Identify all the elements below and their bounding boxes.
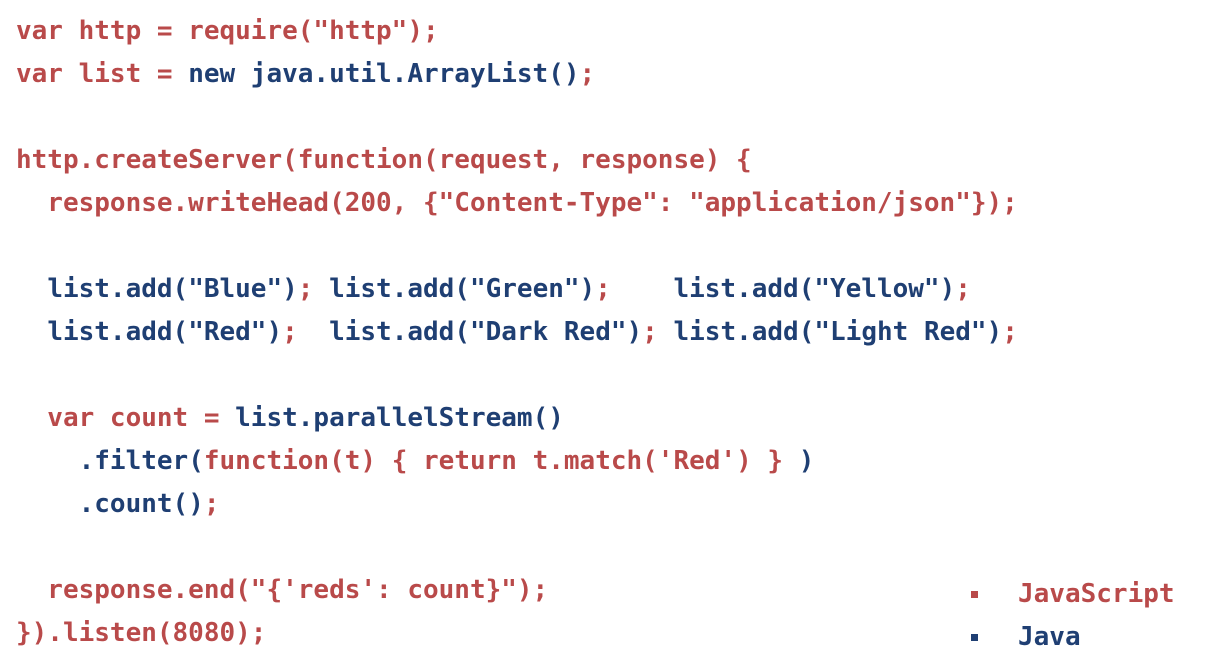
code-line: var http = require("http"); (16, 10, 1018, 53)
javascript-code-segment (16, 446, 79, 476)
javascript-code-segment: ; (297, 274, 330, 304)
java-code-segment: list.add("Yellow") (673, 274, 956, 304)
javascript-code-segment (16, 274, 47, 304)
code-line: http.createServer(function(request, resp… (16, 139, 1018, 182)
code-line: var count = list.parallelStream() (16, 397, 1018, 440)
javascript-code-segment: ; (282, 317, 330, 347)
javascript-code-segment: ; (955, 274, 971, 304)
code-line (16, 96, 1018, 139)
javascript-code-segment: }).listen(8080); (16, 618, 267, 648)
code-line: response.end("{'reds': count}"); (16, 569, 1018, 612)
java-code-segment: list.add("Blue") (47, 274, 298, 304)
java-code-segment: .count() (78, 489, 204, 519)
javascript-code-segment: response.end("{'reds': count}"); (16, 575, 549, 605)
java-code-segment: list.add("Light Red") (673, 317, 1003, 347)
legend-item-java: Java (965, 616, 1175, 659)
code-line (16, 354, 1018, 397)
javascript-code-segment: ; (595, 274, 674, 304)
code-line: list.add("Red"); list.add("Dark Red"); l… (16, 311, 1018, 354)
javascript-code-segment: var list = (16, 59, 189, 89)
javascript-code-segment: var http = require("http"); (16, 16, 439, 46)
javascript-code-segment: ; (642, 317, 674, 347)
javascript-code-segment: http.createServer(function(request, resp… (16, 145, 752, 175)
javascript-code-segment: function(t) { return t.match('Red') } (203, 446, 784, 476)
javascript-code-segment: ; (1002, 317, 1018, 347)
legend-swatch-icon (971, 591, 978, 598)
code-line (16, 526, 1018, 569)
java-code-segment: new java.util.ArrayList() (188, 59, 580, 89)
code-block: var http = require("http"); var list = ne… (16, 10, 1018, 655)
javascript-code-segment (16, 317, 47, 347)
code-line: .count(); (16, 483, 1018, 526)
java-code-segment: list.add("Dark Red") (329, 317, 643, 347)
legend-swatch-icon (971, 634, 978, 641)
javascript-code-segment (16, 489, 79, 519)
legend-label: Java (1018, 622, 1081, 652)
legend-label: JavaScript (1018, 579, 1175, 609)
java-code-segment: .filter( (78, 446, 204, 476)
code-line: var list = new java.util.ArrayList(); (16, 53, 1018, 96)
java-code-segment: ) (783, 446, 815, 476)
code-line: .filter(function(t) { return t.match('Re… (16, 440, 1018, 483)
java-code-segment: list.parallelStream() (235, 403, 564, 433)
java-code-segment: list.add("Red") (47, 317, 283, 347)
javascript-code-segment: var count = (16, 403, 236, 433)
code-line: list.add("Blue"); list.add("Green"); lis… (16, 268, 1018, 311)
code-line (16, 225, 1018, 268)
javascript-code-segment: ; (579, 59, 596, 89)
java-code-segment: list.add("Green") (329, 274, 596, 304)
code-line: response.writeHead(200, {"Content-Type":… (16, 182, 1018, 225)
code-line: }).listen(8080); (16, 612, 1018, 655)
javascript-code-segment: response.writeHead(200, {"Content-Type":… (16, 188, 1018, 218)
javascript-code-segment: ; (203, 489, 220, 519)
legend-item-javascript: JavaScript (965, 573, 1175, 616)
